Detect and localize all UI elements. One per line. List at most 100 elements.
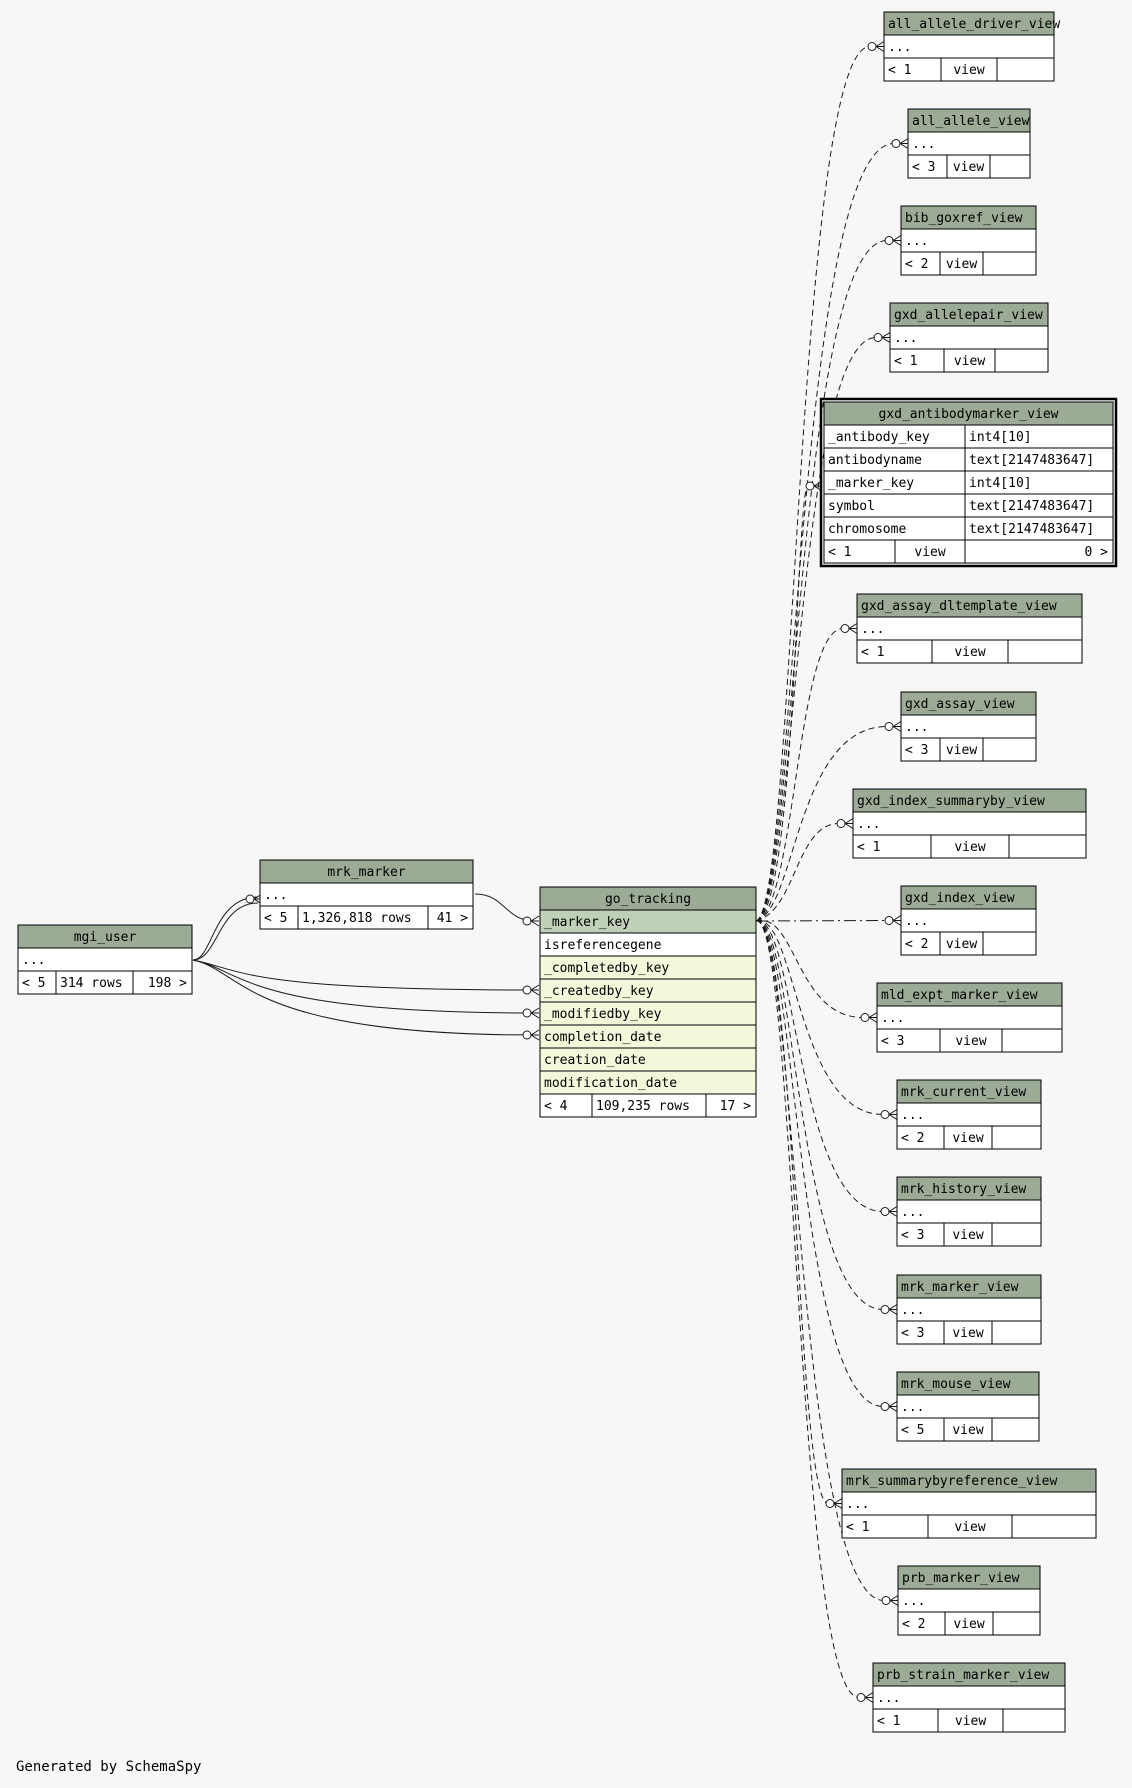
columns-collapsed <box>872 1685 1066 1710</box>
table-name: mrk_marker <box>327 865 405 880</box>
edge-go-tracking-to-mrk-mouse-view <box>755 920 884 1407</box>
crowfoot-mrk-marker-view <box>880 1304 898 1315</box>
edge-go-tracking-to-prb-strain-marker-view <box>755 920 860 1698</box>
row-count: view <box>954 645 985 660</box>
table-name: mrk_history_view <box>901 1182 1026 1197</box>
crowfoot-mrk-current-view <box>880 1109 898 1120</box>
columns-ellipsis: ... <box>905 234 928 249</box>
children-cell <box>982 737 1037 762</box>
column-name: modification_date <box>544 1076 677 1091</box>
table-name: mld_expt_marker_view <box>881 988 1038 1003</box>
columns-ellipsis: ... <box>901 1205 924 1220</box>
children-cell <box>991 1417 1040 1442</box>
parents-count: < 3 <box>901 1228 924 1243</box>
table-name: mgi_user <box>74 930 137 945</box>
edge-go-tracking-to-gxd-assay-dltemplate-view <box>755 628 844 922</box>
column-name: isreferencegene <box>544 938 662 953</box>
edge-mgi-user-to-go-tracking-0 <box>192 959 536 991</box>
row-count: view <box>952 1228 983 1243</box>
columns-ellipsis: ... <box>905 720 928 735</box>
parents-count: < 5 <box>901 1423 924 1438</box>
row-count: view <box>954 1520 985 1535</box>
columns-collapsed <box>876 1005 1063 1030</box>
children-count: 0 > <box>1085 545 1109 560</box>
children-count: 198 > <box>148 976 187 991</box>
row-count: view <box>946 743 977 758</box>
children-count: 17 > <box>720 1099 751 1114</box>
edge-go-tracking-to-prb-marker-view <box>755 920 885 1601</box>
children-cell <box>1007 639 1083 664</box>
table-mrk-history-view[interactable]: mrk_history_view... < 3 view <box>896 1176 1042 1247</box>
children-cell <box>991 1125 1042 1150</box>
row-count: view <box>953 63 984 78</box>
columns-ellipsis: ... <box>888 40 911 55</box>
columns-ellipsis: ... <box>861 622 884 637</box>
parents-count: < 3 <box>912 160 935 175</box>
parents-count: < 1 <box>877 1714 900 1729</box>
children-cell <box>1008 834 1087 859</box>
parents-count: < 1 <box>857 840 880 855</box>
parents-count: < 2 <box>905 937 928 952</box>
parents-count: < 2 <box>901 1131 924 1146</box>
crowfoot-gxd-assay-view <box>884 721 902 732</box>
children-cell <box>964 539 1114 564</box>
crowfoot-mrk-history-view <box>880 1206 898 1217</box>
table-name: mrk_summarybyreference_view <box>846 1474 1057 1489</box>
table-name: gxd_assay_view <box>905 697 1015 712</box>
children-cell <box>1001 1028 1063 1053</box>
columns-ellipsis: ... <box>877 1691 900 1706</box>
crowfoot-all-allele-view <box>891 138 909 149</box>
parents-count: < 3 <box>901 1326 924 1341</box>
children-cell <box>427 905 474 930</box>
parents-count: < 1 <box>846 1520 869 1535</box>
edge-go-tracking-to-gxd-allelepair-view <box>755 337 877 922</box>
table-go-tracking[interactable]: go_tracking_marker_keyisreferencegene_co… <box>539 886 757 1118</box>
column-name: _modifiedby_key <box>544 1007 662 1022</box>
generated-by-footer: Generated by SchemaSpy <box>16 1759 202 1775</box>
crowfoot-mrk-mouse-view <box>880 1401 898 1412</box>
edge-go-tracking-to-gxd-index-view <box>755 920 888 922</box>
children-cell <box>982 251 1037 276</box>
focus-border <box>819 397 1118 568</box>
parents-count: < 3 <box>881 1034 904 1049</box>
children-cell <box>991 1222 1042 1247</box>
table-name: mrk_current_view <box>901 1085 1026 1100</box>
table-name: go_tracking <box>605 892 691 907</box>
column-type: text[2147483647] <box>969 522 1094 537</box>
edge-go-tracking-to-gxd-assay-view <box>755 726 888 922</box>
row-count: view <box>952 1326 983 1341</box>
children-cell <box>994 348 1049 373</box>
crowfoot-mrk-summarybyreference-view <box>825 1498 843 1509</box>
crowfoot-prb-strain-marker-view <box>856 1692 874 1703</box>
edge-mgi-user-to-mrk-marker-a <box>192 896 259 961</box>
edge-go-tracking-to-all-allele-driver-view <box>755 46 871 922</box>
columns-collapsed <box>856 616 1083 641</box>
children-cell <box>982 931 1037 956</box>
crowfoot-mrk-marker-user <box>245 893 263 905</box>
relationship-edges <box>192 41 909 1703</box>
row-count: 314 rows <box>60 976 123 991</box>
table-name: gxd_allelepair_view <box>894 308 1043 323</box>
columns-ellipsis: ... <box>905 914 928 929</box>
parents-count: < 2 <box>905 257 928 272</box>
parents-count: < 1 <box>861 645 884 660</box>
